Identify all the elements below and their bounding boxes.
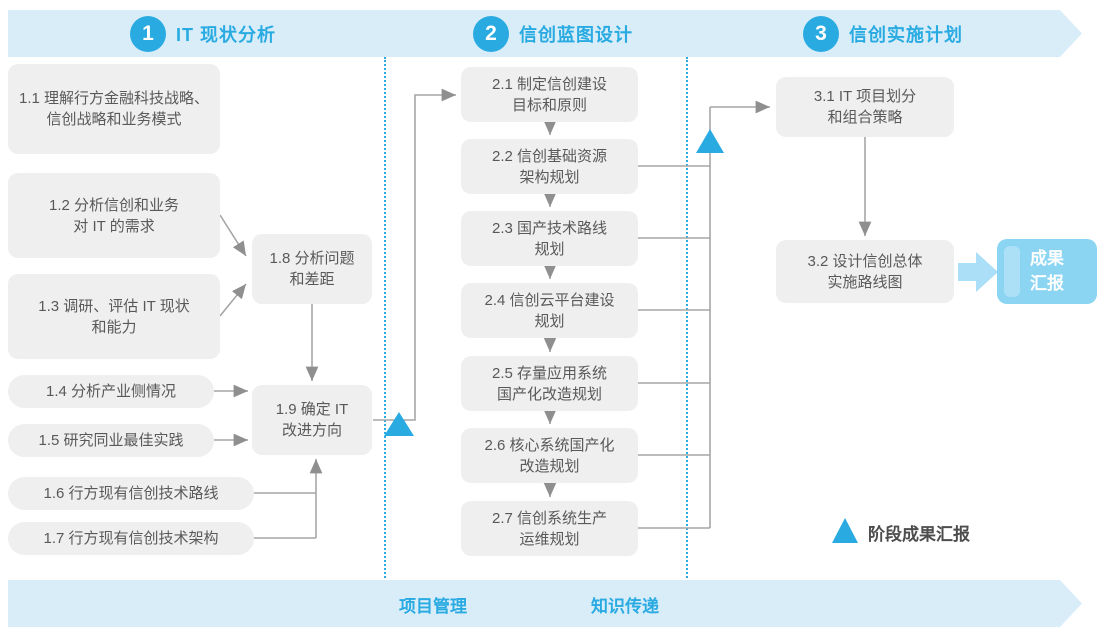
task-box-2-1: 2.1 制定信创建设 目标和原则: [461, 67, 638, 122]
phase-banner-1: 1 IT 现状分析: [8, 10, 412, 57]
task-box-1-6: 1.6 行方现有信创技术路线: [8, 477, 254, 510]
phase-divider-1: [384, 57, 386, 578]
task-box-2-6: 2.6 核心系统国产化 改造规划: [461, 428, 638, 483]
arrow-1-2-to-1-8: [219, 214, 247, 257]
phase-2-title: 信创蓝图设计: [519, 24, 633, 45]
task-box-1-4: 1.4 分析产业侧情况: [8, 375, 214, 408]
task-box-3-1: 3.1 IT 项目划分 和组合策略: [776, 77, 954, 137]
task-box-1-8: 1.8 分析问题 和差距: [252, 234, 372, 304]
result-report-box: 成果 汇报: [997, 239, 1097, 304]
result-arrow-icon: [958, 252, 998, 292]
arrow-1-3-to-1-8: [219, 283, 247, 317]
task-box-3-2: 3.2 设计信创总体 实施路线图: [776, 240, 954, 303]
connector-1-6-1-7-to-1-9: [254, 459, 316, 539]
milestone-triangle-phase2: [696, 129, 724, 153]
connector-1-9-to-2-1: [373, 88, 456, 421]
phase-2-number-badge: 2: [473, 16, 509, 52]
task-box-2-2: 2.2 信创基础资源 架构规划: [461, 139, 638, 194]
task-box-2-3: 2.3 国产技术路线 规划: [461, 211, 638, 266]
bus-phase2-outputs: [638, 107, 711, 529]
phase-banner-2: 2 信创蓝图设计: [388, 10, 722, 57]
task-box-2-4: 2.4 信创云平台建设 规划: [461, 283, 638, 338]
phase-1-title: IT 现状分析: [176, 24, 276, 45]
phase-3-title: 信创实施计划: [849, 24, 963, 45]
phase-1-number-badge: 1: [130, 16, 166, 52]
phase-divider-2: [686, 57, 688, 578]
phase-3-number-badge: 3: [803, 16, 839, 52]
task-box-2-7: 2.7 信创系统生产 运维规划: [461, 501, 638, 556]
footer-item-project-management: 项目管理: [399, 597, 467, 616]
task-box-1-5: 1.5 研究同业最佳实践: [8, 424, 214, 457]
legend-label: 阶段成果汇报: [868, 525, 970, 544]
task-box-1-3: 1.3 调研、评估 IT 现状 和能力: [8, 274, 220, 359]
task-box-1-2: 1.2 分析信创和业务 对 IT 的需求: [8, 173, 220, 258]
milestone-triangle-phase1: [384, 412, 414, 436]
task-box-1-1: 1.1 理解行方金融科技战略、 信创战略和业务模式: [8, 64, 220, 154]
footer-banner: [8, 580, 1082, 627]
task-box-1-7: 1.7 行方现有信创技术架构: [8, 522, 254, 555]
phase-banner-3: 3 信创实施计划: [688, 10, 1082, 57]
footer-item-knowledge-transfer: 知识传递: [591, 597, 659, 616]
legend-triangle-icon: [832, 518, 858, 543]
task-box-2-5: 2.5 存量应用系统 国产化改造规划: [461, 356, 638, 411]
task-box-1-9: 1.9 确定 IT 改进方向: [252, 385, 372, 455]
